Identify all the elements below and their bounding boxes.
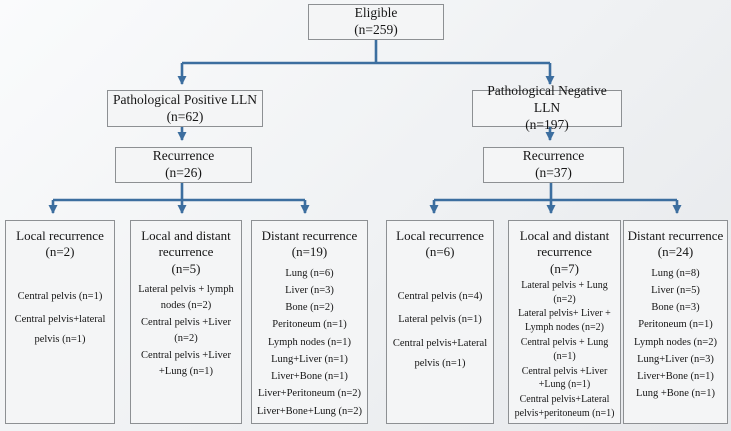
node-eligible: Eligible (n=259) bbox=[308, 4, 444, 40]
outcome-item: Central pelvis +Liver +Lung (n=1) bbox=[521, 365, 608, 391]
outcome-item: Lung+Liver (n=1) bbox=[271, 353, 348, 365]
node-local-distant-recurrence-left: Local and distant recurrence (n=5) Later… bbox=[130, 220, 242, 424]
outcome-title-text: Distant recurrence bbox=[261, 228, 358, 243]
outcome-item: Liver (n=5) bbox=[651, 284, 700, 296]
outcome-item: Liver+Bone+Lung (n=2) bbox=[257, 405, 362, 417]
node-distant-recurrence-left: Distant recurrence (n=19) Lung (n=6) Liv… bbox=[251, 220, 368, 424]
outcome-count: (n=24) bbox=[657, 244, 694, 260]
node-count: (n=197) bbox=[525, 116, 569, 132]
outcome-item: Lung (n=6) bbox=[285, 267, 334, 279]
node-distant-recurrence-right: Distant recurrence (n=24) Lung (n=8) Liv… bbox=[623, 220, 728, 424]
outcome-item: Lymph nodes (n=1) bbox=[268, 336, 351, 348]
node-title: Recurrence bbox=[522, 148, 585, 164]
outcome-item: Liver (n=3) bbox=[285, 284, 334, 296]
outcome-item: Central pelvis + Lung (n=1) bbox=[520, 336, 609, 362]
node-pathological-positive: Pathological Positive LLN (n=62) bbox=[107, 90, 263, 127]
node-recurrence-left: Recurrence (n=26) bbox=[115, 147, 252, 183]
outcome-item: Central pelvis +Liver (n=2) bbox=[141, 316, 231, 344]
outcome-title: Local and distant recurrence (n=7) bbox=[512, 228, 617, 277]
outcome-title-text: Distant recurrence bbox=[627, 228, 724, 243]
node-count: (n=259) bbox=[354, 22, 398, 37]
outcome-items: Lung (n=6) Liver (n=3) Bone (n=2) Perito… bbox=[255, 266, 364, 420]
node-count: (n=62) bbox=[166, 108, 204, 124]
outcome-item: Liver+Bone (n=1) bbox=[271, 371, 348, 382]
node-title: Eligible bbox=[354, 5, 398, 21]
outcome-count: (n=2) bbox=[45, 244, 75, 260]
outcome-item: Peritoneum (n=1) bbox=[272, 319, 347, 331]
outcome-item: Central pelvis+Lateral pelvis+peritoneum… bbox=[514, 394, 615, 419]
outcome-item: Lateral pelvis + Lung (n=2) bbox=[521, 279, 608, 305]
node-pathological-negative: Pathological Negative LLN (n=197) bbox=[472, 83, 622, 132]
outcome-count: (n=5) bbox=[171, 260, 201, 276]
outcome-title: Local and distant recurrence (n=5) bbox=[134, 228, 238, 277]
outcome-title-text: Local and distant recurrence bbox=[519, 228, 610, 260]
outcome-item: Lung+Liver (n=3) bbox=[637, 353, 714, 365]
node-local-recurrence-right: Local recurrence (n=6) Central pelvis (n… bbox=[386, 220, 494, 424]
node-count: (n=26) bbox=[165, 165, 202, 180]
outcome-title: Local recurrence (n=2) bbox=[9, 228, 111, 261]
node-recurrence-right: Recurrence (n=37) bbox=[483, 147, 624, 183]
outcome-item: Lung +Bone (n=1) bbox=[636, 388, 715, 400]
outcome-count: (n=19) bbox=[291, 244, 328, 260]
outcome-item: Peritoneum (n=1) bbox=[638, 319, 713, 331]
outcome-title-text: Local recurrence bbox=[396, 228, 484, 243]
outcome-item: Central pelvis+lateral pelvis (n=1) bbox=[14, 314, 106, 346]
outcome-items: Lateral pelvis + Lung (n=2) Lateral pelv… bbox=[512, 279, 617, 421]
outcome-item: Lung (n=8) bbox=[651, 267, 700, 279]
outcome-item: Lateral pelvis + lymph nodes (n=2) bbox=[138, 283, 234, 311]
node-title: Pathological Negative LLN bbox=[487, 83, 607, 116]
outcome-item: Central pelvis (n=4) bbox=[397, 290, 483, 302]
outcome-items: Lung (n=8) Liver (n=5) Bone (n=3) Perito… bbox=[627, 266, 724, 403]
node-title: Pathological Positive LLN bbox=[113, 91, 257, 107]
node-local-distant-recurrence-right: Local and distant recurrence (n=7) Later… bbox=[508, 220, 621, 424]
outcome-item: Liver+Peritoneum (n=2) bbox=[257, 388, 362, 400]
outcome-items: Lateral pelvis + lymph nodes (n=2) Centr… bbox=[134, 282, 238, 380]
outcome-item: Central pelvis +Liver +Lung (n=1) bbox=[141, 349, 231, 377]
outcome-items: Central pelvis (n=1) Central pelvis+late… bbox=[9, 287, 111, 351]
outcome-items: Central pelvis (n=4) Lateral pelvis (n=1… bbox=[390, 287, 490, 375]
outcome-title: Distant recurrence (n=24) bbox=[627, 228, 724, 261]
outcome-item: Lateral pelvis (n=1) bbox=[398, 314, 482, 326]
outcome-title: Distant recurrence (n=19) bbox=[255, 228, 364, 261]
outcome-title-text: Local recurrence bbox=[16, 228, 104, 243]
outcome-count: (n=7) bbox=[550, 260, 579, 276]
outcome-item: Central pelvis+Lateral pelvis (n=1) bbox=[392, 338, 488, 370]
outcome-title-text: Local and distant recurrence bbox=[141, 228, 231, 260]
node-count: (n=37) bbox=[535, 165, 572, 180]
node-local-recurrence-left: Local recurrence (n=2) Central pelvis (n… bbox=[5, 220, 115, 424]
outcome-item: Bone (n=2) bbox=[285, 302, 334, 313]
outcome-item: Lymph nodes (n=2) bbox=[634, 336, 717, 348]
outcome-item: Bone (n=3) bbox=[651, 302, 700, 313]
outcome-title: Local recurrence (n=6) bbox=[390, 228, 490, 261]
outcome-item: Liver+Bone (n=1) bbox=[637, 371, 714, 382]
outcome-item: Central pelvis (n=1) bbox=[17, 290, 103, 302]
outcome-count: (n=6) bbox=[425, 244, 455, 260]
outcome-item: Lateral pelvis+ Liver + Lymph nodes (n=2… bbox=[518, 308, 611, 334]
node-title: Recurrence bbox=[152, 148, 215, 164]
